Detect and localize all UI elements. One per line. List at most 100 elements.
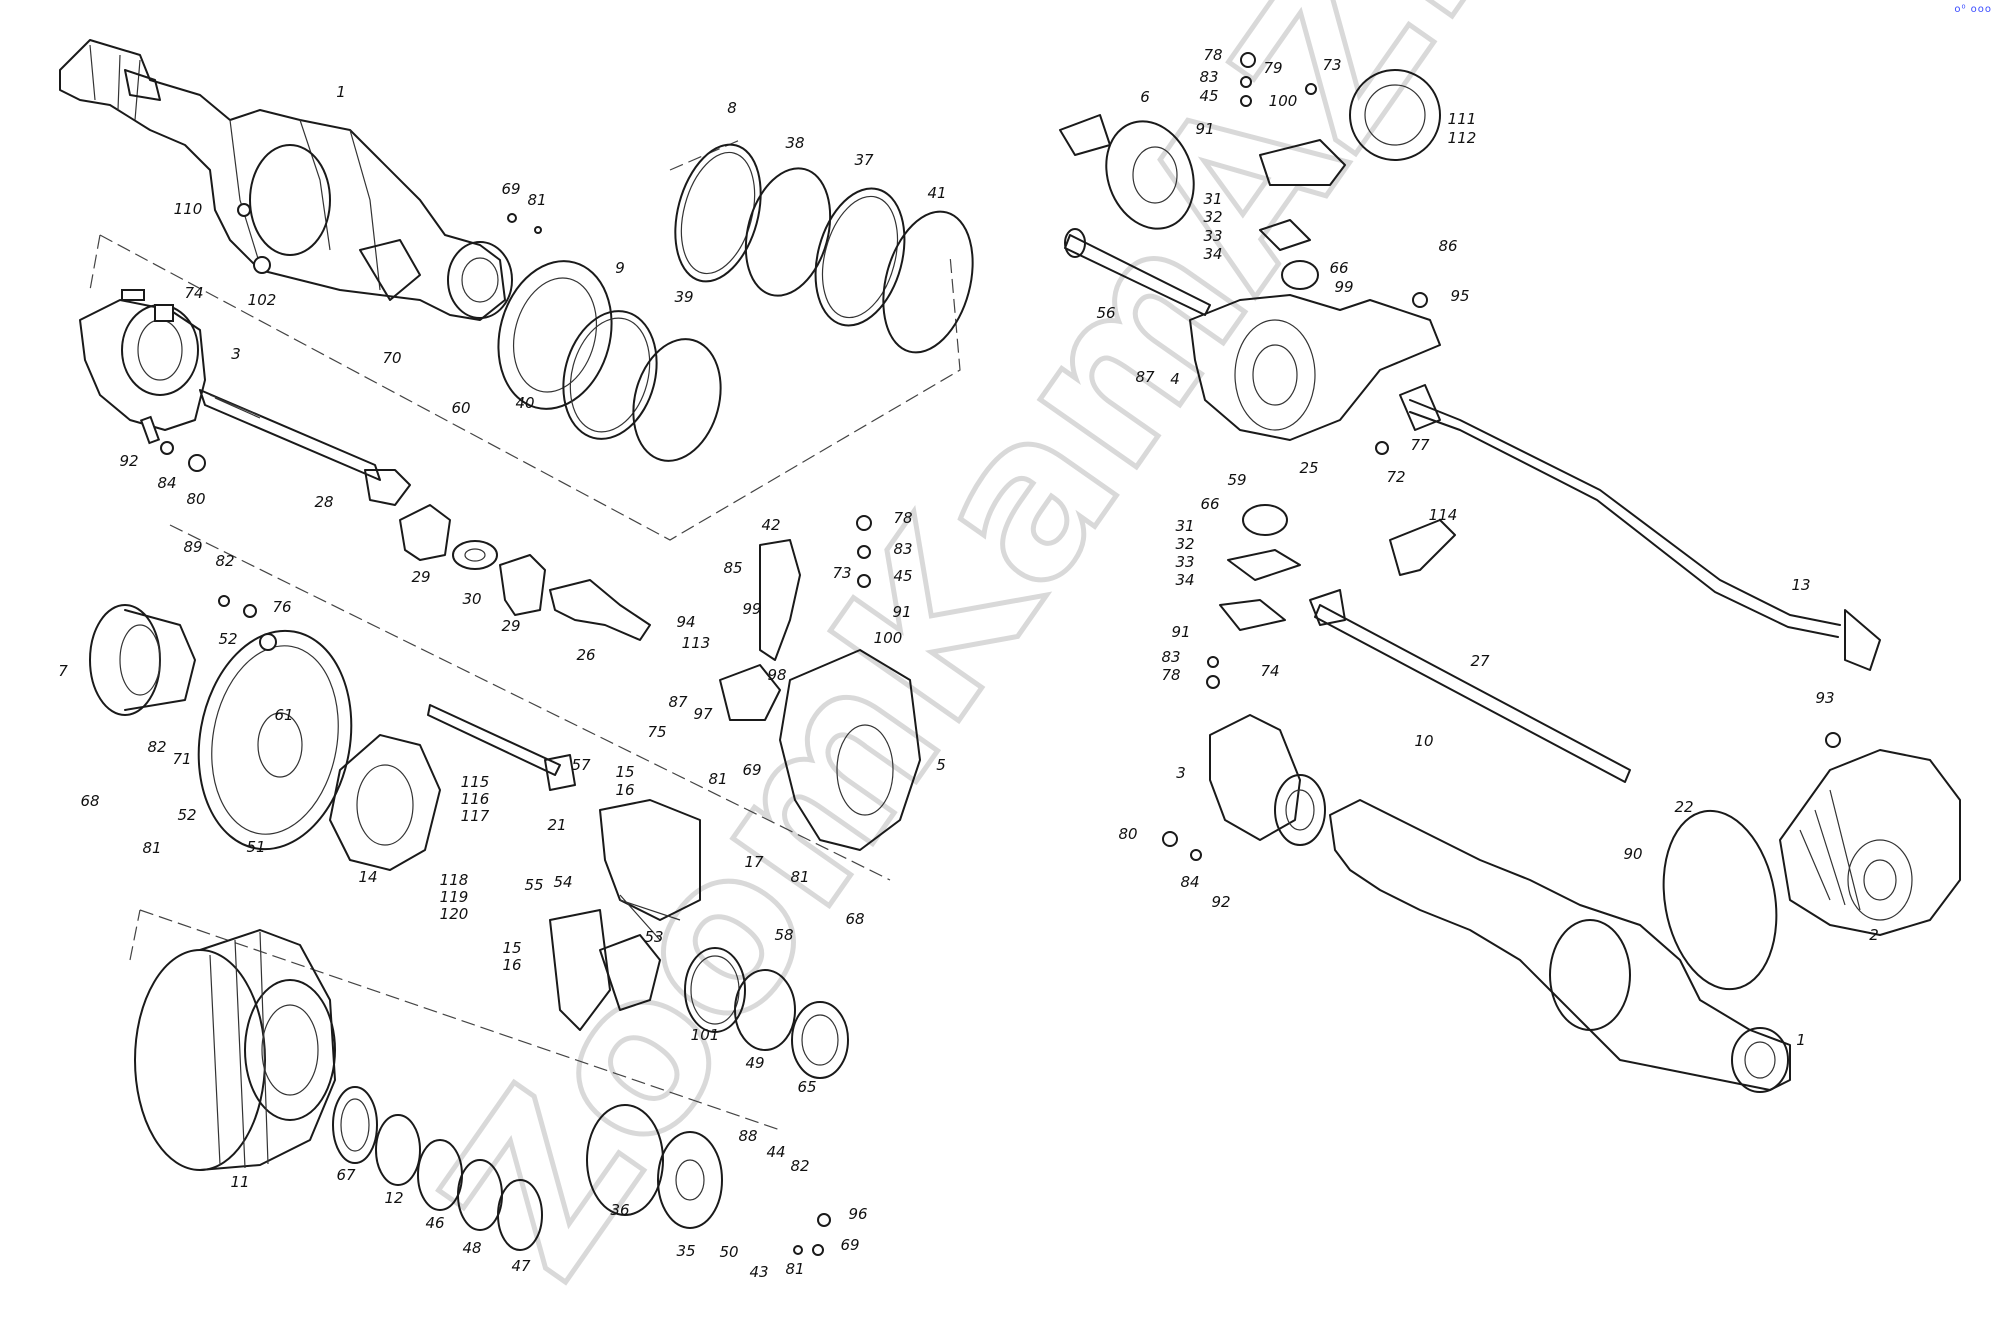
part-label: 80 — [186, 490, 205, 508]
part-label: 120 — [440, 905, 469, 923]
seal-rings-upper — [497, 143, 974, 462]
part-label: 88 — [738, 1127, 757, 1145]
part-label: 29 — [501, 617, 520, 635]
part-label: 81 — [142, 839, 161, 857]
part-label: 7 — [58, 662, 68, 680]
part-label: 17 — [744, 853, 764, 871]
part-label: 16 — [502, 956, 521, 974]
part-label: 93 — [1815, 689, 1834, 707]
part-label: 29 — [411, 568, 430, 586]
part-label: 99 — [742, 600, 761, 618]
knuckle-housing-4 — [1189, 294, 1441, 441]
part-label: 101 — [691, 1026, 720, 1044]
part-label: 78 — [893, 509, 912, 527]
part-label: 69 — [742, 761, 761, 779]
part-label: 15 — [502, 939, 521, 957]
part-label: 45 — [1199, 87, 1218, 105]
part-label: 89 — [183, 538, 202, 556]
dust-shield-51 — [197, 629, 353, 851]
part-label: 86 — [1438, 237, 1457, 255]
part-label: 114 — [1429, 506, 1458, 524]
part-label: 82 — [215, 552, 234, 570]
part-label: 112 — [1448, 129, 1477, 147]
part-label: 82 — [790, 1157, 809, 1175]
part-label: 36 — [610, 1201, 629, 1219]
part-label: 1 — [336, 83, 346, 101]
part-label: 39 — [674, 288, 693, 306]
part-label: 16 — [615, 781, 634, 799]
part-label: 6 — [1140, 88, 1150, 106]
part-label: 3 — [1176, 764, 1186, 782]
tie-rod-13 — [1399, 384, 1881, 671]
part-label: 91 — [1195, 120, 1214, 138]
part-label: 74 — [1260, 662, 1279, 680]
part-label: 56 — [1096, 304, 1115, 322]
corner-mark: o⁰ ooo — [1954, 4, 1992, 15]
part-label: 81 — [785, 1260, 804, 1278]
part-label: 95 — [1450, 287, 1469, 305]
part-label: 116 — [461, 790, 490, 808]
part-label: 68 — [845, 910, 864, 928]
part-label: 41 — [927, 184, 946, 202]
shaft-parts-29-30-26 — [399, 504, 651, 641]
part-label: 96 — [848, 1205, 867, 1223]
part-label: 97 — [693, 705, 713, 723]
part-label: 69 — [501, 180, 520, 198]
drive-shaft-28 — [199, 389, 411, 506]
brake-carrier-14 — [329, 734, 441, 871]
part-label: 77 — [1410, 436, 1430, 454]
part-label: 47 — [511, 1257, 531, 1275]
part-label: 28 — [314, 493, 333, 511]
part-label: 99 — [1334, 278, 1353, 296]
part-label: 100 — [874, 629, 903, 647]
part-label: 102 — [248, 291, 277, 309]
part-label: 78 — [1203, 46, 1222, 64]
cam-shaft-57 — [427, 704, 576, 791]
part-label: 52 — [218, 630, 237, 648]
part-label: 46 — [425, 1214, 444, 1232]
part-label: 22 — [1674, 798, 1693, 816]
part-label: 38 — [785, 134, 804, 152]
part-label: 91 — [892, 603, 911, 621]
part-label: 52 — [177, 806, 196, 824]
part-label: 81 — [708, 770, 727, 788]
part-label: 67 — [336, 1166, 356, 1184]
bearing-rings-101-49-65 — [684, 947, 849, 1079]
part-label: 49 — [745, 1054, 764, 1072]
part-label: 25 — [1299, 459, 1318, 477]
part-label: 61 — [274, 706, 293, 724]
part-label: 32 — [1203, 208, 1222, 226]
part-label: 82 — [147, 738, 166, 756]
part-label: 76 — [272, 598, 291, 616]
hub-bearing-rings — [332, 1086, 723, 1251]
part-label: 13 — [1791, 576, 1810, 594]
part-label: 69 — [840, 1236, 859, 1254]
part-label: 81 — [527, 191, 546, 209]
part-label: 5 — [936, 756, 946, 774]
part-label: 4 — [1170, 370, 1180, 388]
part-label: 91 — [1171, 623, 1190, 641]
part-label: 71 — [172, 750, 191, 768]
part-label: 8 — [727, 99, 737, 117]
part-label: 48 — [462, 1239, 481, 1257]
lever-114 — [1389, 519, 1456, 576]
part-label: 110 — [174, 200, 203, 218]
part-label: 111 — [1448, 110, 1477, 128]
part-label: 66 — [1200, 495, 1219, 513]
part-label: 78 — [1161, 666, 1180, 684]
part-label: 37 — [854, 151, 874, 169]
part-label: 54 — [553, 873, 572, 891]
part-label: 31 — [1175, 517, 1194, 535]
part-label: 33 — [1175, 553, 1194, 571]
part-label: 84 — [157, 474, 176, 492]
part-label: 31 — [1203, 190, 1222, 208]
part-label: 3 — [231, 345, 241, 363]
wheel-hub-6 — [1059, 114, 1195, 230]
part-label: 51 — [246, 838, 265, 856]
part-label: 40 — [515, 394, 534, 412]
gasket-22 — [1662, 809, 1778, 991]
part-label: 87 — [668, 693, 688, 711]
part-label: 100 — [1269, 92, 1298, 110]
